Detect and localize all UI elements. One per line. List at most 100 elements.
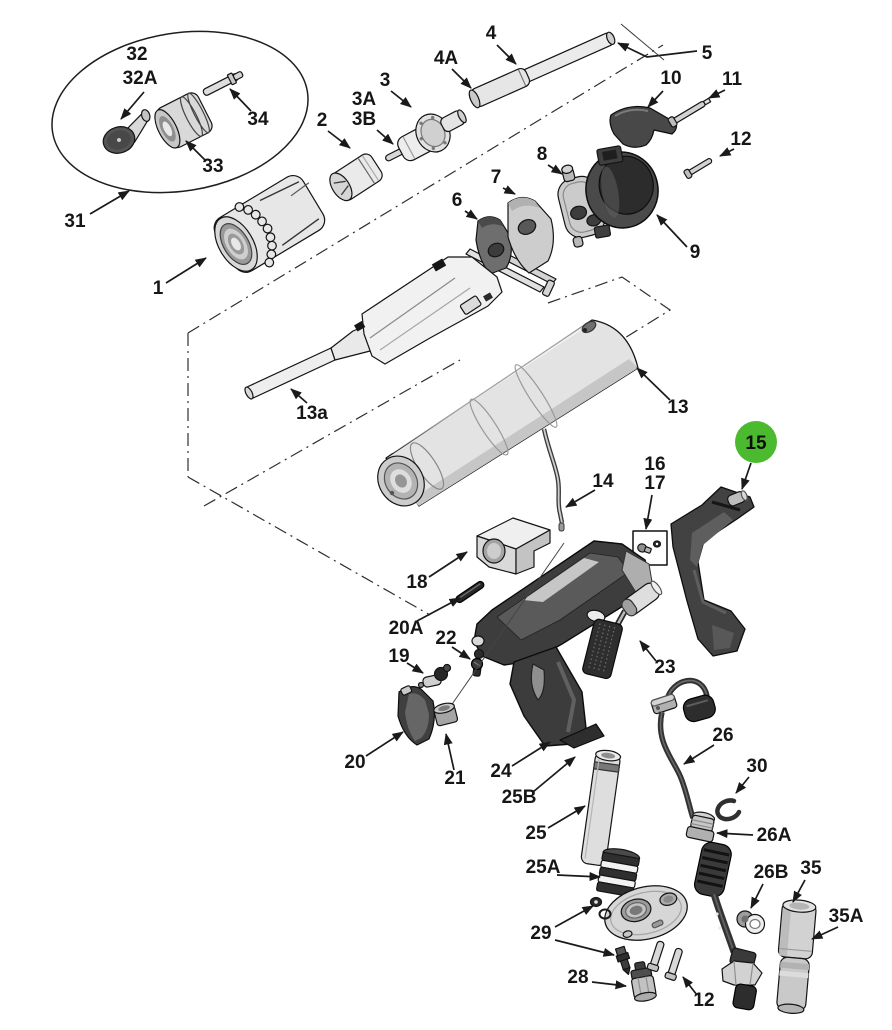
highlight-balloon-15[interactable] xyxy=(735,421,777,463)
part-33-piston xyxy=(154,92,213,149)
part-9-housing-ring xyxy=(585,145,659,239)
part-label-30: 30 xyxy=(746,756,767,777)
part-label-16: 16 xyxy=(644,454,665,475)
part-label-35a: 35A xyxy=(829,906,864,927)
leader-29a xyxy=(554,905,594,928)
part-label-9: 9 xyxy=(690,242,701,263)
leader-21 xyxy=(443,733,455,771)
part-label-17: 17 xyxy=(644,473,665,494)
part-10-cover xyxy=(609,105,678,148)
part-label-13a: 13a xyxy=(296,403,328,424)
leader-12-upper xyxy=(719,147,735,157)
leader-5 xyxy=(617,42,698,58)
leader-35 xyxy=(792,879,806,903)
part-label-28: 28 xyxy=(567,967,588,988)
part-label-26a: 26A xyxy=(757,825,792,846)
leader-25b xyxy=(532,756,576,793)
part-4-barrel-tube xyxy=(468,31,616,109)
part-label-18: 18 xyxy=(406,572,427,593)
leader-13 xyxy=(636,367,671,401)
part-25a-packing-stack xyxy=(596,848,641,898)
part-label-4a: 4A xyxy=(434,48,459,69)
leader-19 xyxy=(406,662,424,674)
part-label-25: 25 xyxy=(525,823,547,844)
part-15-hanger-hook xyxy=(670,486,755,657)
part-label-24: 24 xyxy=(490,761,512,782)
part-22-screw xyxy=(470,657,484,677)
leader-26b xyxy=(750,883,764,909)
part-6-7-shield-sled xyxy=(465,196,557,297)
part-label-14: 14 xyxy=(592,471,614,492)
part-18-swivel-block xyxy=(476,517,551,575)
part-28-valve xyxy=(630,961,657,1002)
part-23-trigger-assembly xyxy=(582,580,663,680)
leader-3 xyxy=(390,90,412,108)
leader-20a xyxy=(416,597,461,622)
part-13a-inner-barrel xyxy=(244,256,503,400)
leader-9 xyxy=(656,214,688,248)
leader-8 xyxy=(547,164,563,175)
part-label-35: 35 xyxy=(800,858,822,879)
part-12-screws-lower xyxy=(646,940,683,981)
part-26b-clamp xyxy=(736,910,766,935)
leader-12-lower xyxy=(682,976,698,996)
part-label-4: 4 xyxy=(486,23,497,44)
part-label-15: 15 xyxy=(745,433,767,454)
part-2-barrel-insert xyxy=(329,153,383,202)
part-11-screw xyxy=(667,97,712,128)
leader-1 xyxy=(165,257,207,284)
part-1-nozzle-nut xyxy=(213,174,326,273)
leader-7 xyxy=(502,185,516,195)
leader-13a xyxy=(290,388,308,404)
leader-26a xyxy=(716,829,754,839)
leader-20 xyxy=(365,731,404,757)
leader-32 xyxy=(120,91,145,120)
part-label-20: 20 xyxy=(344,752,365,773)
leader-10 xyxy=(647,90,664,108)
leader-25 xyxy=(547,805,586,829)
part-label-25a: 25A xyxy=(526,857,561,878)
part-26-power-cable xyxy=(650,677,763,1011)
part-20a-pin xyxy=(455,580,485,604)
leader-33 xyxy=(185,140,207,162)
part-label-25b: 25B xyxy=(502,787,537,808)
leader-4 xyxy=(496,44,517,65)
part-25-fluid-tube xyxy=(580,749,622,866)
leader-14 xyxy=(565,489,596,508)
part-24-gun-body xyxy=(471,540,653,749)
part-label-3a: 3A xyxy=(352,89,377,110)
part-label-32: 32 xyxy=(126,44,147,65)
part-19-valve-stem xyxy=(417,663,452,689)
part-label-3b: 3B xyxy=(352,109,376,130)
part-label-29: 29 xyxy=(530,923,551,944)
part-label-12-upper: 12 xyxy=(730,129,751,150)
part-label-7: 7 xyxy=(491,167,502,188)
leader-4a xyxy=(451,68,472,89)
part-label-20a: 20A xyxy=(389,618,424,639)
leader-22 xyxy=(451,646,471,660)
detail-ellipse-31 xyxy=(51,30,309,194)
part-label-1: 1 xyxy=(153,278,164,299)
part-12-screw-upper xyxy=(683,158,713,179)
part-label-26: 26 xyxy=(712,725,733,746)
leader-11 xyxy=(708,89,726,99)
part-16-17-screw-box xyxy=(632,530,668,566)
leader-31 xyxy=(89,190,130,215)
part-label-19: 19 xyxy=(388,646,409,667)
leader-2 xyxy=(327,130,351,149)
part-label-2: 2 xyxy=(317,110,328,131)
part-20-latch xyxy=(397,685,435,746)
part-label-5: 5 xyxy=(702,43,713,64)
leader-29b xyxy=(554,939,615,957)
leader-23 xyxy=(639,640,657,662)
leader-25a xyxy=(556,872,601,882)
part-label-31: 31 xyxy=(64,211,86,232)
part-label-6: 6 xyxy=(452,190,463,211)
part-26a-connector xyxy=(685,811,716,843)
part-label-32a: 32A xyxy=(123,68,158,89)
part-label-33: 33 xyxy=(202,156,223,177)
part-14-electrode-wire xyxy=(541,428,565,532)
part-30-e-clip xyxy=(715,798,742,822)
leader-5-aux xyxy=(620,23,665,61)
